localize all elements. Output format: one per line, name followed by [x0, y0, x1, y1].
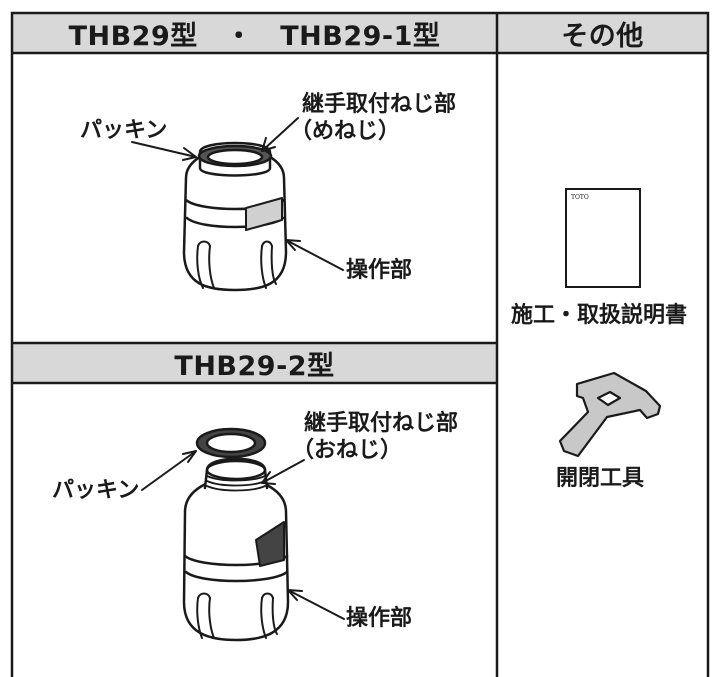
- manual-cover-text: TOTO: [571, 194, 589, 201]
- label-joint-thread-lower-sub: （おねじ）: [292, 438, 403, 463]
- label-joint-thread-lower: 継手取付ねじ部: [304, 411, 459, 436]
- header-thb29-text: THB29型 ・ THB29-1型: [68, 20, 441, 52]
- valve-lower-body: [182, 457, 290, 642]
- arrows-upper: [131, 117, 344, 271]
- arrows-lower: [141, 450, 345, 620]
- label-joint-thread-upper-sub: （めねじ）: [290, 119, 401, 144]
- label-packing-lower: パッキン: [52, 478, 140, 503]
- header-thb29-2-text: THB29-2型: [174, 350, 335, 382]
- label-packing-upper: パッキン: [80, 118, 168, 143]
- label-operation-lower: 操作部: [346, 606, 413, 631]
- label-operation-upper: 操作部: [346, 258, 413, 283]
- label-tool: 開閉工具: [556, 466, 645, 491]
- valve-upper-body: [182, 141, 288, 292]
- header-others: その他: [499, 15, 706, 52]
- label-manual: 施工・取扱説明書: [511, 303, 688, 328]
- label-joint-thread-upper: 継手取付ねじ部: [302, 92, 457, 117]
- header-thb29-2: THB29-2型: [14, 345, 495, 382]
- header-thb29: THB29型 ・ THB29-1型: [14, 15, 495, 52]
- header-others-text: その他: [561, 20, 644, 52]
- packing-ring: [195, 427, 267, 459]
